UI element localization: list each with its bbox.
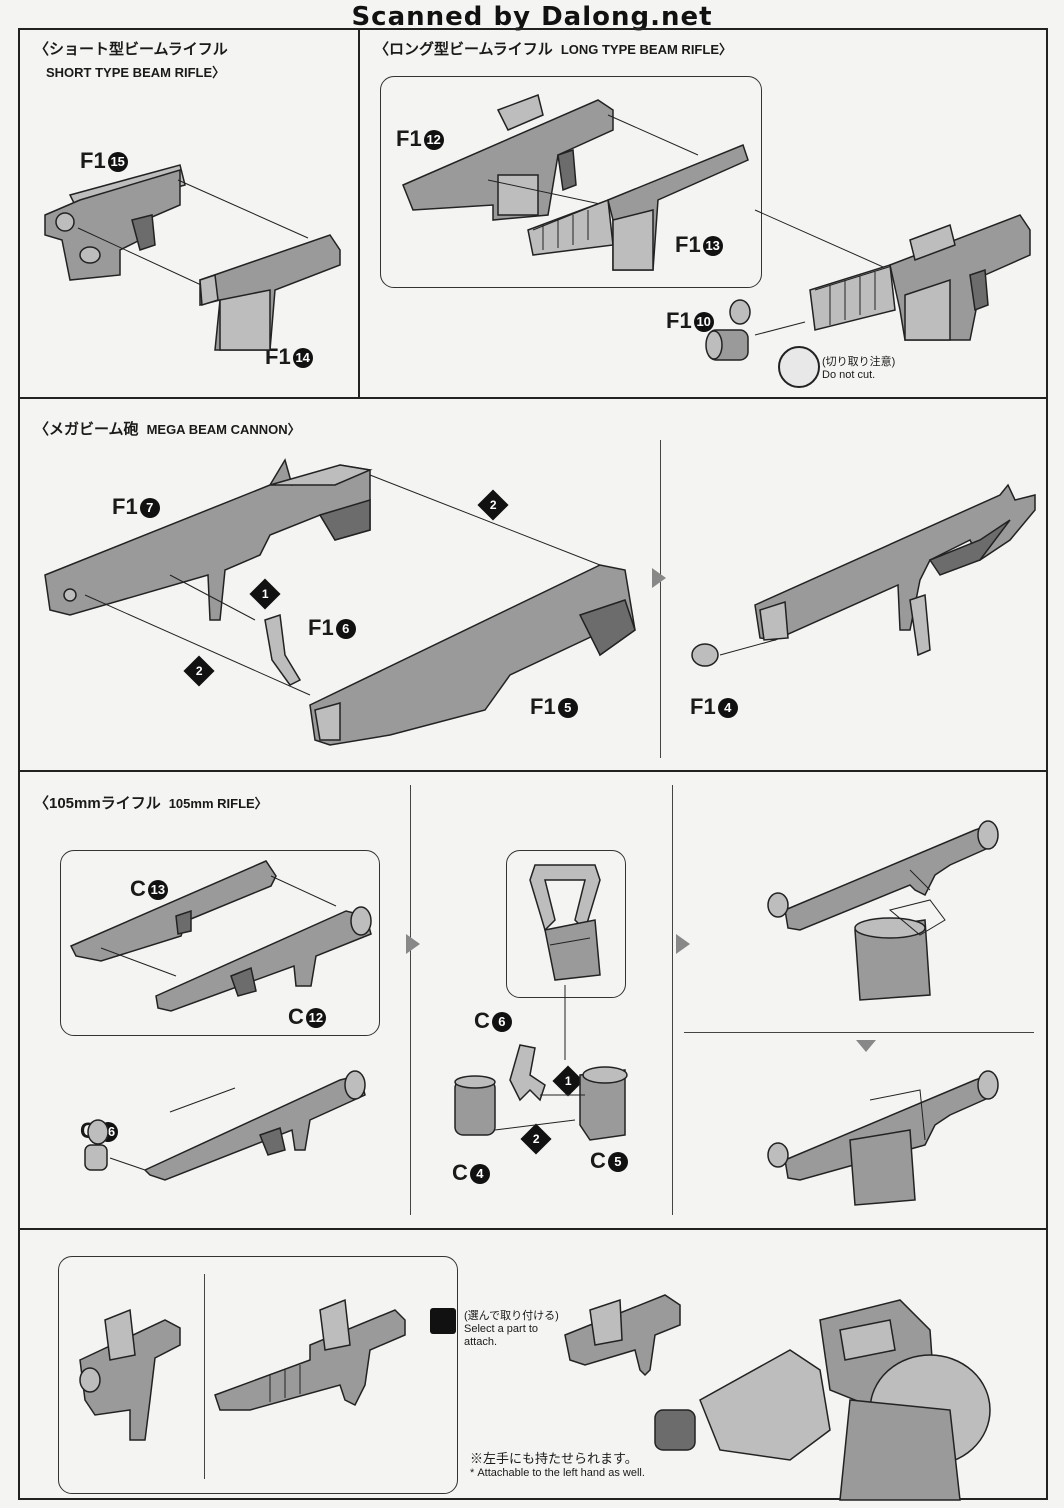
divider — [684, 1032, 1034, 1033]
section-title-en: SHORT TYPE BEAM RIFLE〉 — [46, 65, 226, 80]
mega-cannon-parts-illustration — [44, 458, 636, 746]
divider — [204, 1274, 205, 1479]
section-title: 〈ショート型ビームライフル — [34, 41, 228, 58]
detail-inset — [380, 76, 762, 288]
divider — [410, 785, 411, 1215]
mega-cannon-assembled-illustration — [691, 483, 1036, 667]
unit-holding-rifle-illustration — [564, 1294, 991, 1501]
select-part-icon — [430, 1308, 456, 1334]
long-rifle-option-illustration — [214, 1298, 406, 1411]
left-hand-note: ※左手にも持たせられます。* Attachable to the left ha… — [470, 1451, 645, 1479]
rifle105-assembled-illustration — [84, 1070, 366, 1181]
long-rifle-assembled-illustration — [754, 209, 1031, 341]
divider — [358, 28, 360, 398]
divider — [18, 770, 1048, 772]
rifle105-handle-step-illustration — [767, 820, 999, 1001]
grip-parts-illustration — [454, 1044, 628, 1141]
divider — [660, 440, 661, 758]
page-frame — [18, 28, 1048, 1500]
handle-detail-illustration — [529, 864, 601, 1060]
short-rifle-illustration — [44, 164, 341, 351]
rifle105-assembled-final-illustration — [767, 1070, 999, 1206]
no-cut-note: (切り取り注意)Do not cut. — [822, 356, 896, 381]
detail-inset — [60, 850, 380, 1036]
rifle105-parts-illustration — [69, 860, 372, 1012]
short-rifle-option-illustration — [79, 1308, 181, 1441]
next-arrow — [676, 934, 690, 954]
divider — [672, 785, 673, 1215]
next-arrow — [856, 1040, 876, 1052]
watermark: Scanned by Dalong.net — [351, 2, 713, 32]
detail-inset — [506, 850, 626, 998]
muzzle-part — [705, 299, 806, 361]
long-rifle-parts-illustration — [402, 94, 749, 271]
options-inset — [58, 1256, 458, 1494]
no-cut-icon — [778, 346, 820, 388]
divider — [18, 397, 1048, 399]
next-arrow — [406, 934, 420, 954]
divider — [18, 1228, 1048, 1230]
next-arrow — [652, 568, 666, 588]
